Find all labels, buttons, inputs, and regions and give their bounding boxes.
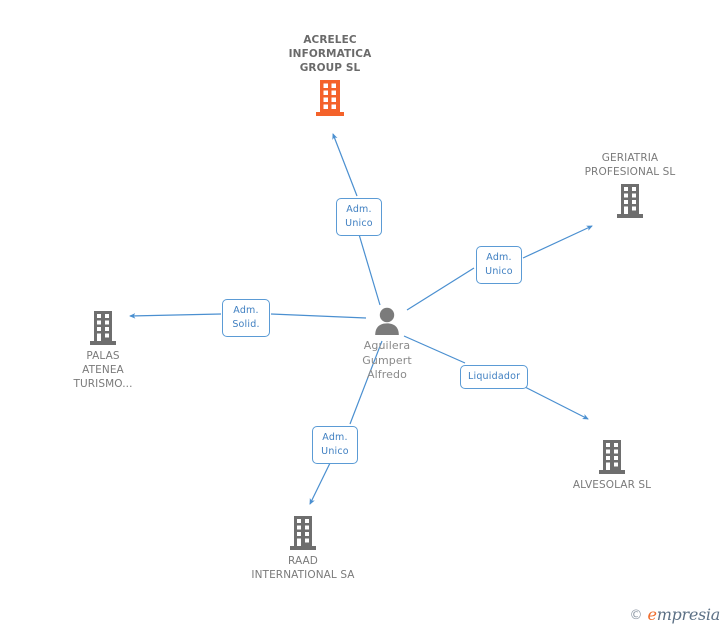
edge-raad[interactable] — [309, 340, 383, 505]
node-geriatria[interactable]: GERIATRIA PROFESIONAL SL — [555, 152, 705, 219]
edge-geriatria[interactable] — [406, 225, 593, 311]
edge-acrelec[interactable] — [332, 133, 381, 306]
node-person-aguilera[interactable]: Aguilera Gumpert Alfredo — [312, 307, 462, 383]
node-raad[interactable]: RAAD INTERNATIONAL SA — [228, 515, 378, 583]
empresia-logo-rest: mpresia — [656, 605, 721, 624]
node-alvesolar[interactable]: ALVESOLAR SL — [537, 439, 687, 493]
node-geriatria-label: GERIATRIA PROFESIONAL SL — [584, 152, 676, 178]
empresia-logo: empresia — [647, 605, 721, 624]
building-icon — [290, 516, 316, 550]
node-palas-label: PALAS ATENEA TURISMO... — [73, 350, 133, 390]
relation-pill-liquidador-alvesolar[interactable]: Liquidador — [460, 365, 528, 389]
node-raad-label: RAAD INTERNATIONAL SA — [251, 555, 355, 581]
node-acrelec[interactable]: ACRELEC INFORMATICA GROUP SL — [255, 34, 405, 117]
relation-pill-adm-unico-geriatria[interactable]: Adm. Unico — [476, 246, 522, 284]
edge-alvesolar[interactable] — [403, 335, 589, 420]
empresia-logo-initial: e — [647, 605, 657, 624]
building-icon — [617, 183, 643, 218]
copyright-icon: © — [629, 607, 643, 623]
building-icon — [599, 440, 625, 474]
person-icon — [375, 307, 399, 335]
relation-pill-adm-solid-palas[interactable]: Adm. Solid. — [222, 299, 270, 337]
node-alvesolar-label: ALVESOLAR SL — [572, 479, 652, 491]
edge-palas[interactable] — [129, 313, 367, 319]
node-person-label: Aguilera Gumpert Alfredo — [362, 339, 412, 382]
empresia-watermark: © empresia — [629, 605, 721, 624]
node-acrelec-label: ACRELEC INFORMATICA GROUP SL — [288, 34, 372, 74]
building-icon — [316, 79, 344, 116]
node-palas[interactable]: PALAS ATENEA TURISMO... — [28, 310, 178, 392]
building-icon — [90, 311, 116, 345]
relation-pill-adm-unico-acrelec[interactable]: Adm. Unico — [336, 198, 382, 236]
relation-pill-adm-unico-raad[interactable]: Adm. Unico — [312, 426, 358, 464]
